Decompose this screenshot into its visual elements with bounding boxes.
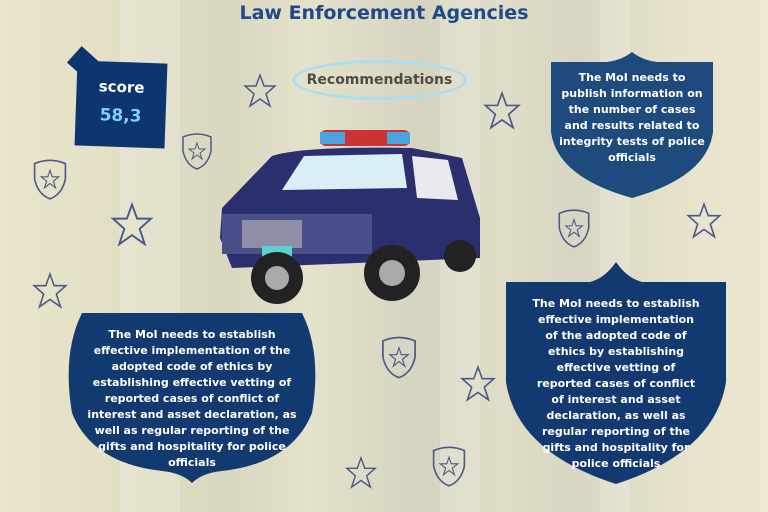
police-badge-icon [33, 159, 67, 200]
sheriff-star-icon [32, 272, 68, 309]
score-badge: score 58,3 [66, 46, 168, 149]
score-label: score [98, 77, 145, 97]
page-title: Law Enforcement Agencies [239, 2, 529, 24]
police-badge-icon [432, 446, 466, 487]
sheriff-star-icon [483, 91, 521, 130]
recommendation-text-2: The MoI needs to establish effective imp… [87, 328, 297, 469]
sheriff-star-icon [110, 202, 154, 247]
recommendation-shield-3: The MoI needs to establish effective imp… [62, 313, 322, 483]
recommendation-text-3: The MoI needs to establish effective imp… [532, 297, 700, 470]
police-badge-icon [182, 133, 212, 170]
score-value: 58,3 [99, 105, 142, 127]
sheriff-star-icon [460, 365, 496, 402]
sheriff-star-icon [345, 456, 377, 489]
recommendations-heading: Recommendations [292, 60, 467, 100]
recommendation-shield-2: The MoI needs to establish effective imp… [500, 262, 732, 484]
badge-tab [66, 46, 99, 78]
recommendation-shield-1: The MoI needs to publish information on … [547, 52, 717, 198]
sheriff-star-icon [686, 202, 722, 239]
recommendation-text-1: The MoI needs to publish information on … [559, 71, 705, 164]
police-badge-icon [382, 336, 416, 379]
police-badge-icon [558, 209, 590, 248]
police-car-illustration [220, 130, 480, 304]
sheriff-star-icon [243, 73, 277, 108]
